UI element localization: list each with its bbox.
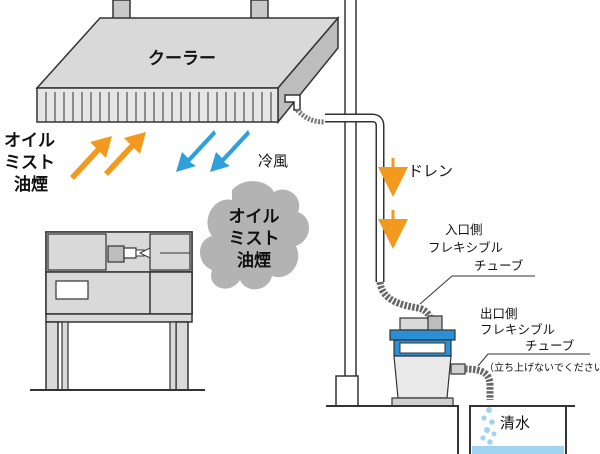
cold-air-arrows xyxy=(176,130,250,172)
cooler-unit xyxy=(35,15,340,125)
outlet-note: （立ち上げないでください） xyxy=(484,361,600,374)
machine-tool xyxy=(30,231,205,391)
cloud-label-line2: ミスト xyxy=(229,229,280,249)
oil-mist-left-line1: オイル xyxy=(4,131,55,151)
oil-mist-arrows xyxy=(70,132,146,180)
water-droplets xyxy=(480,407,497,445)
floor-sump xyxy=(326,405,575,454)
nozzle-flex-tube xyxy=(295,108,326,125)
cloud-label-line3: 油煙 xyxy=(237,250,271,271)
outlet-label-line2: フレキシブル xyxy=(480,322,555,337)
cloud-label-line1: オイル xyxy=(229,207,280,227)
oil-mist-left-line3: 油煙 xyxy=(14,174,48,195)
drain-label: ドレン xyxy=(408,162,453,180)
outlet-label-line1: 出口側 xyxy=(480,306,518,321)
drain-pipe xyxy=(325,113,385,282)
clean-water-label: 清水 xyxy=(500,414,530,432)
outlet-label-line3: チューブ xyxy=(525,338,575,353)
oil-mist-left-line2: ミスト xyxy=(4,153,55,173)
drain-nozzle xyxy=(284,94,301,111)
wall-base xyxy=(335,375,359,407)
inlet-leader-line xyxy=(419,275,535,305)
inlet-label-line1: 入口側 xyxy=(445,222,483,237)
cold-air-label: 冷風 xyxy=(258,152,288,170)
pump-unit xyxy=(389,315,466,407)
cooler-label: クーラー xyxy=(148,49,216,69)
inlet-label-line3: チューブ xyxy=(474,258,524,273)
outlet-flex-tube xyxy=(464,365,494,400)
inlet-label-line2: フレキシブル xyxy=(428,240,503,255)
oil-mist-cloud xyxy=(200,181,310,290)
outlet-leader-line xyxy=(477,353,590,367)
